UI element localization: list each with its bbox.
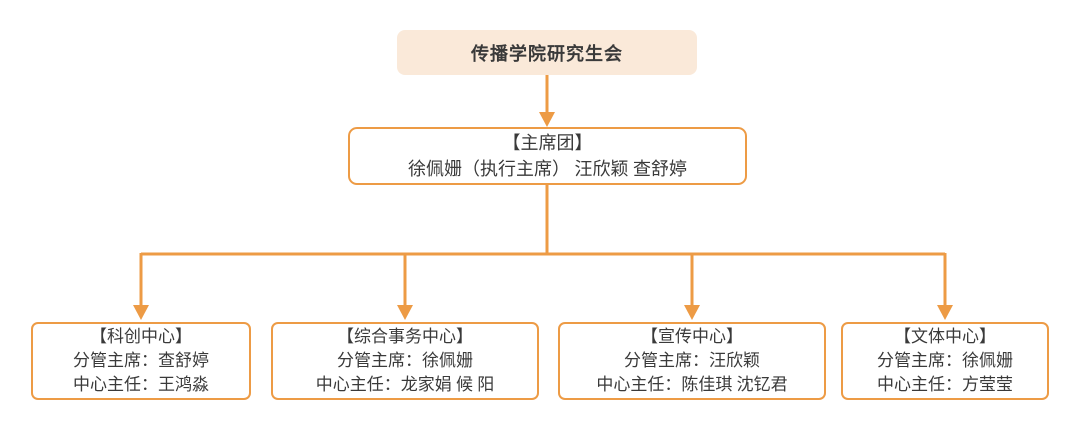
arrowhead-center-1: [133, 305, 149, 320]
root-label: 传播学院研究生会: [471, 43, 623, 64]
center-node-culture-sports: 【文体中心】 分管主席：徐佩姗 中心主任：方莹莹: [841, 322, 1049, 400]
arrowhead-center-2: [397, 305, 413, 320]
center-node-sci-innovation: 【科创中心】 分管主席：查舒婷 中心主任：王鸿淼: [31, 322, 251, 400]
arrowhead-presidium: [539, 112, 555, 127]
center-chair: 分管主席：汪欣颖: [624, 351, 760, 370]
center-director: 中心主任：王鸿淼: [73, 375, 209, 394]
center-title: 【综合事务中心】: [337, 327, 473, 346]
presidium-members: 徐佩姗（执行主席） 汪欣颖 查舒婷: [408, 159, 687, 179]
center-director: 中心主任：龙家娟 候 阳: [315, 375, 495, 394]
presidium-node: 【主席团】 徐佩姗（执行主席） 汪欣颖 查舒婷: [348, 127, 747, 185]
center-title: 【文体中心】: [894, 327, 996, 346]
center-chair: 分管主席：徐佩姗: [877, 351, 1013, 370]
center-title: 【宣传中心】: [641, 327, 743, 346]
center-chair: 分管主席：徐佩姗: [337, 351, 473, 370]
center-title: 【科创中心】: [90, 327, 192, 346]
center-node-general-affairs: 【综合事务中心】 分管主席：徐佩姗 中心主任：龙家娟 候 阳: [271, 322, 539, 400]
arrowhead-center-4: [937, 305, 953, 320]
arrowhead-center-3: [684, 305, 700, 320]
root-node: 传播学院研究生会: [397, 30, 697, 75]
center-director: 中心主任：方莹莹: [877, 375, 1013, 394]
center-node-publicity: 【宣传中心】 分管主席：汪欣颖 中心主任：陈佳琪 沈钇君: [558, 322, 826, 400]
presidium-title: 【主席团】: [502, 133, 593, 153]
center-chair: 分管主席：查舒婷: [73, 351, 209, 370]
center-director: 中心主任：陈佳琪 沈钇君: [596, 375, 788, 394]
